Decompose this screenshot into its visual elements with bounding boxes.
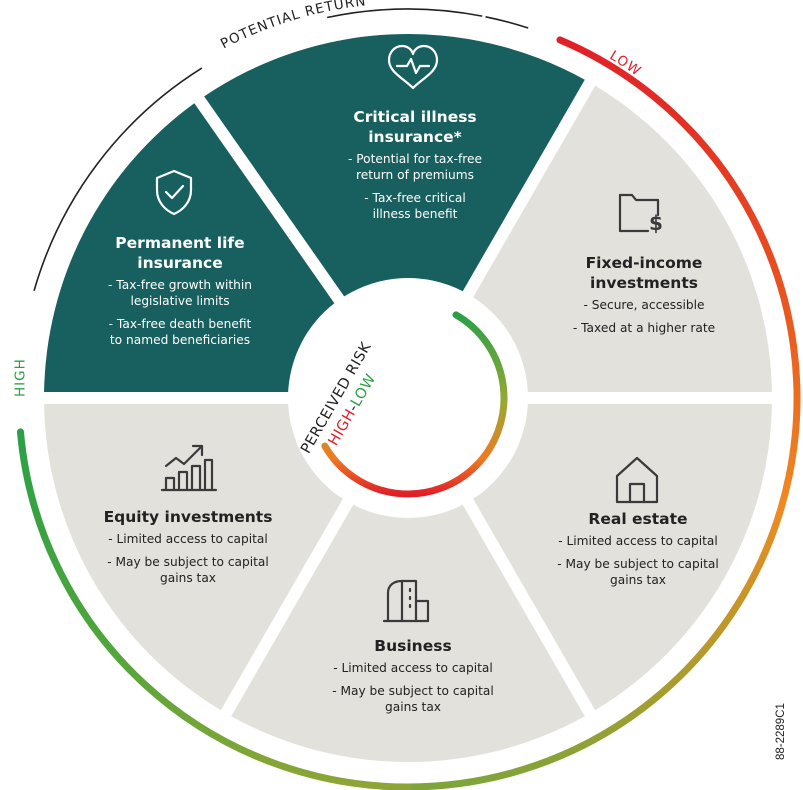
segment-title-line: Permanent life bbox=[115, 234, 244, 252]
segment-title-line: investments bbox=[590, 274, 698, 292]
segment-bullet-line: - May be subject to capital bbox=[557, 557, 719, 571]
buildings-icon bbox=[382, 579, 430, 623]
segment-bullet-line: - Secure, accessible bbox=[584, 298, 705, 312]
segment-business bbox=[231, 504, 585, 763]
wheel-segments bbox=[44, 34, 772, 763]
segment-bullet-line: gains tax bbox=[610, 573, 666, 587]
segment-text-permanent-life: Permanent life insurance - Tax-free growth… bbox=[108, 234, 252, 347]
segment-permanent-life bbox=[44, 103, 335, 393]
center-disc bbox=[289, 279, 527, 517]
segment-bullet-line: gains tax bbox=[160, 571, 216, 585]
ring-line-left bbox=[33, 67, 203, 291]
segment-bullet-line: - Tax-free death benefit bbox=[109, 317, 252, 331]
segment-bullet-line: - Tax-free critical bbox=[364, 191, 466, 205]
ring-label-high: HIGH bbox=[13, 358, 29, 397]
svg-text:$: $ bbox=[649, 211, 663, 235]
segment-bullet-line: - Limited access to capital bbox=[108, 532, 268, 546]
segment-title-line: Equity investments bbox=[104, 508, 273, 526]
segment-bullet-line: - Tax-free growth within bbox=[108, 278, 252, 292]
house-icon bbox=[615, 456, 659, 504]
folder-dollar-icon: $ bbox=[618, 193, 663, 235]
segment-bullet-line: return of premiums bbox=[356, 168, 474, 182]
segment-bullet-line: - Taxed at a higher rate bbox=[573, 321, 715, 335]
segment-equity bbox=[44, 403, 343, 711]
segment-bullet-line: - May be subject to capital bbox=[107, 555, 269, 569]
segment-title-line: Real estate bbox=[588, 510, 687, 528]
growth-chart-icon bbox=[160, 444, 218, 492]
segment-icons: $ bbox=[155, 44, 663, 623]
segment-text-business: Business - Limited access to capital - May… bbox=[332, 637, 494, 714]
segment-texts: Critical illness insurance* - Potential fo… bbox=[104, 108, 719, 714]
ring-line-top bbox=[326, 8, 483, 19]
segment-bullet-line: illness benefit bbox=[373, 207, 458, 221]
ring-line-top2 bbox=[485, 16, 529, 29]
ring-arc-low-side bbox=[404, 36, 801, 790]
segment-bullet-line: - Potential for tax-free bbox=[348, 152, 482, 166]
document-code: 88-2289C1 bbox=[775, 703, 787, 760]
segment-bullet-line: - May be subject to capital bbox=[332, 684, 494, 698]
segment-text-equity: Equity investments - Limited access to ca… bbox=[104, 508, 273, 585]
segment-title-line: insurance* bbox=[368, 128, 462, 146]
segment-title-line: Critical illness bbox=[353, 108, 476, 126]
segment-text-real-estate: Real estate - Limited access to capital - … bbox=[557, 510, 719, 587]
segment-text-critical-illness: Critical illness insurance* - Potential fo… bbox=[348, 108, 482, 221]
segment-title-line: Business bbox=[374, 637, 451, 655]
shield-check-icon bbox=[155, 169, 193, 216]
segment-critical-illness bbox=[204, 34, 585, 297]
segment-real-estate bbox=[473, 403, 772, 711]
segment-bullet-line: gains tax bbox=[385, 700, 441, 714]
segment-title-line: Fixed-income bbox=[586, 254, 703, 272]
segment-bullet-line: - Limited access to capital bbox=[558, 534, 718, 548]
segment-bullet-line: - Limited access to capital bbox=[333, 661, 493, 675]
segment-fixed-income bbox=[473, 85, 772, 393]
segment-text-fixed-income: Fixed-income investments - Secure, accessi… bbox=[573, 254, 715, 335]
segment-bullet-line: legislative limits bbox=[130, 294, 229, 308]
segment-title-line: insurance bbox=[137, 254, 222, 272]
segment-bullet-line: to named beneficiaries bbox=[110, 333, 250, 347]
risk-arc bbox=[321, 311, 508, 498]
ring-arc-high-side bbox=[16, 428, 412, 790]
heart-pulse-icon bbox=[387, 44, 439, 90]
